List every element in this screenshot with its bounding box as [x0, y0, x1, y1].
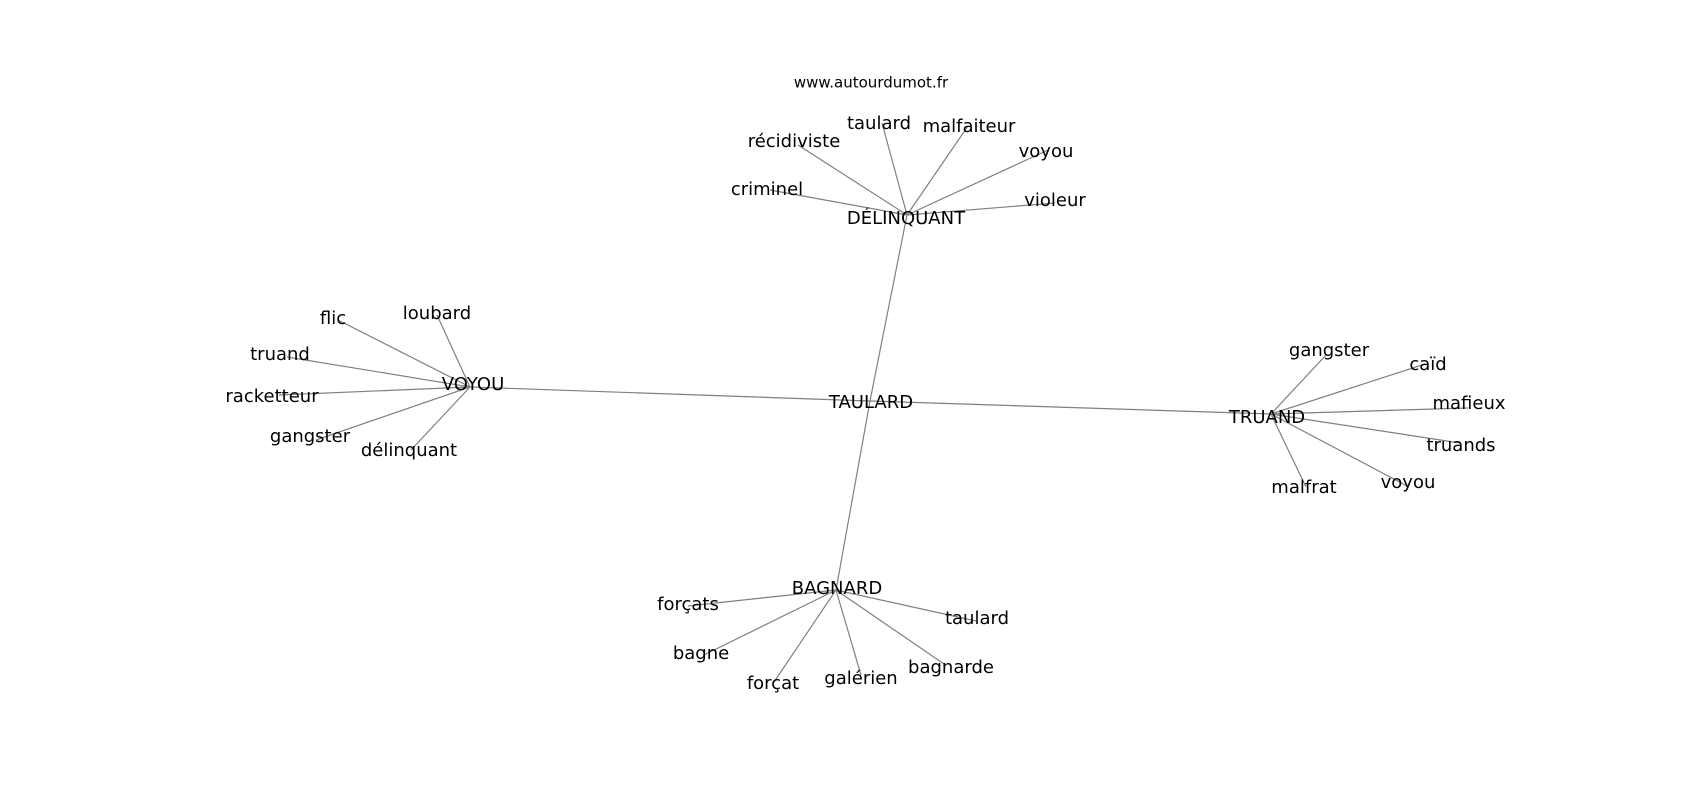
hub-to-leaf-edge — [1270, 413, 1461, 444]
hub-to-leaf-edge — [906, 149, 1049, 216]
leaf-node: galérien — [824, 668, 897, 689]
hub-group-voyou: VOYOU flic loubard truand racketteur gan… — [225, 303, 504, 461]
leaf-node: délinquant — [361, 440, 457, 461]
hub-to-leaf-edge — [286, 356, 471, 388]
leaf-node: bagnarde — [908, 657, 994, 678]
hub-to-leaf-edge — [773, 589, 837, 683]
hub-to-leaf-edge — [337, 319, 471, 388]
hub-to-leaf-edge — [835, 589, 977, 622]
leaf-node: mafieux — [1432, 393, 1505, 414]
leaf-node: loubard — [403, 303, 471, 324]
hub-to-leaf-edge — [1270, 363, 1426, 415]
hub-to-leaf-edge — [278, 386, 471, 396]
leaf-node: gangster — [1289, 340, 1370, 361]
hub-to-leaf-edge — [436, 314, 471, 388]
hub-to-leaf-edge — [906, 202, 1056, 216]
hub-to-leaf-edge — [1270, 354, 1327, 415]
leaf-node: taulard — [945, 608, 1009, 629]
hub-group-truand: TRUAND gangster caïd mafieux truands voy… — [1228, 340, 1506, 498]
leaf-node: voyou — [1381, 472, 1436, 493]
hub-group-bagnard: BAGNARD forçats bagne forçat galérien ba… — [657, 578, 1009, 694]
hub-to-leaf-edge — [1270, 413, 1408, 487]
leaf-node: taulard — [847, 113, 911, 134]
center-node: TAULARD — [828, 392, 913, 413]
leaf-node: truands — [1426, 435, 1495, 456]
hub-to-leaf-edge — [1270, 413, 1307, 488]
leaf-node: récidiviste — [748, 131, 841, 152]
hub-to-leaf-edge — [906, 125, 969, 216]
hub-to-leaf-edge — [687, 589, 837, 607]
leaf-node: criminel — [731, 179, 803, 200]
hub-to-leaf-edge — [797, 144, 908, 216]
hub-node: VOYOU — [442, 374, 505, 395]
edge-layer — [278, 122, 1469, 683]
hub-to-leaf-edge — [703, 589, 837, 656]
hub-to-leaf-edge — [835, 589, 862, 676]
hub-to-leaf-edge — [315, 386, 471, 441]
hub-node: BAGNARD — [792, 578, 882, 599]
hub-to-leaf-edge — [881, 122, 908, 216]
leaf-node: forçat — [747, 673, 799, 694]
leaf-node: malfaiteur — [923, 116, 1016, 137]
center-to-hub-edge — [835, 400, 871, 591]
hub-node: DÉLINQUANT — [847, 207, 966, 229]
leaf-node: racketteur — [225, 386, 319, 407]
leaf-node: violeur — [1024, 190, 1086, 211]
leaf-node: truand — [250, 344, 310, 365]
hub-to-leaf-edge — [835, 589, 945, 665]
hub-node: TRUAND — [1228, 407, 1305, 428]
hub-to-leaf-edge — [410, 386, 471, 451]
leaf-node: flic — [320, 308, 346, 329]
center-to-hub-edge — [869, 400, 1272, 415]
source-credit: www.autourdumot.fr — [794, 74, 949, 92]
center-to-hub-edge — [469, 386, 871, 402]
hub-to-leaf-edge — [1270, 407, 1469, 415]
hub-to-leaf-edge — [769, 189, 908, 216]
leaf-node: malfrat — [1271, 477, 1336, 498]
leaf-node: bagne — [673, 643, 729, 664]
leaf-node: gangster — [270, 426, 351, 447]
leaf-node: forçats — [657, 594, 719, 615]
hub-group-delinquant: DÉLINQUANT criminel récidiviste taulard … — [731, 113, 1087, 229]
leaf-node: voyou — [1019, 141, 1074, 162]
leaf-node: caïd — [1409, 354, 1446, 375]
center-to-hub-edge — [869, 214, 908, 402]
